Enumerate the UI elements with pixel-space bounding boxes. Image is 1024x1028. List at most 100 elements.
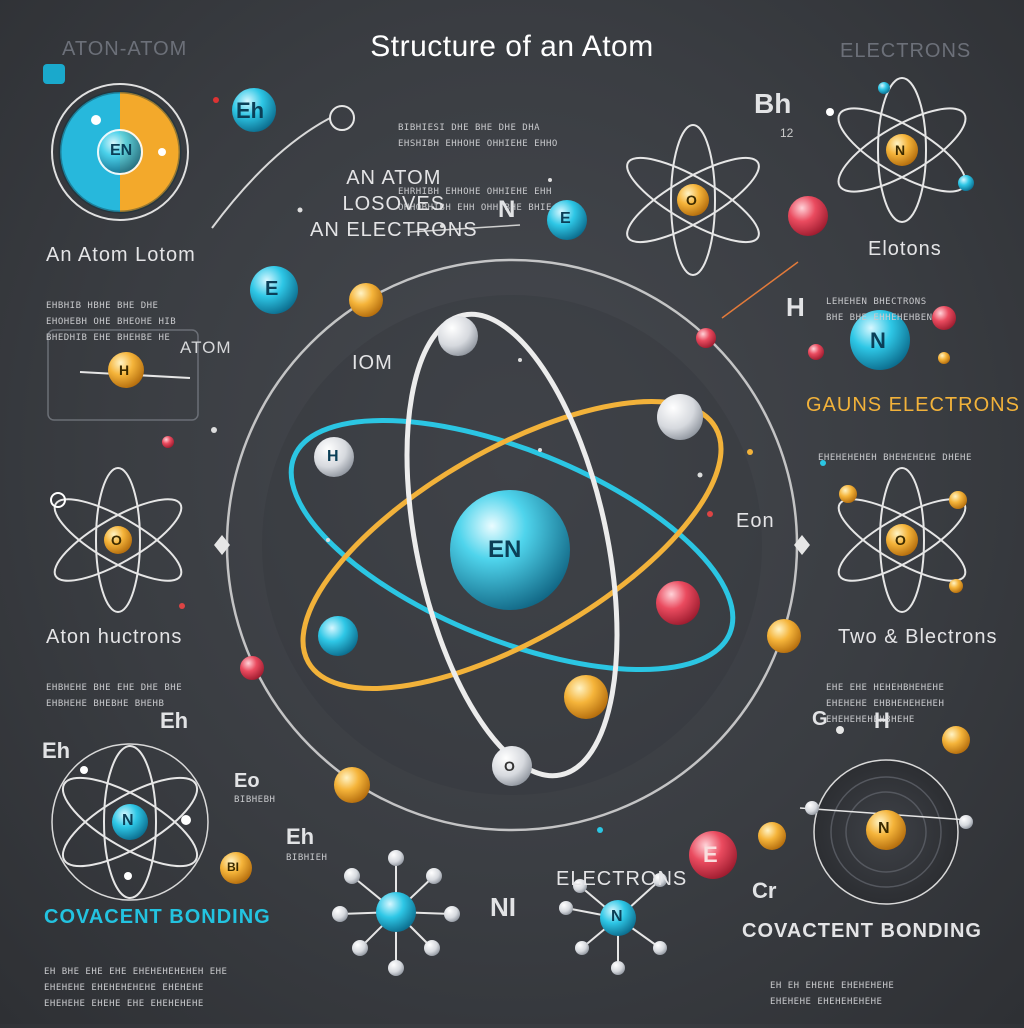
letter-n-right: N: [870, 328, 886, 353]
dot-small-br: [836, 726, 844, 734]
label-an-atom-lotom: An Atom Lotom: [46, 244, 196, 266]
label-covacent-bonding-left: COVACENT BONDING: [44, 906, 271, 928]
atom-mid-left: [50, 467, 183, 613]
label-two-electrons: Two & Blectrons: [838, 626, 998, 648]
label-eh-left: Eh: [42, 738, 71, 763]
letter-o-top: O: [686, 192, 697, 208]
app-badge: [43, 64, 65, 84]
electron-eh-top: [232, 88, 276, 132]
label-aton-atom: ATON-ATOM: [62, 38, 188, 60]
electron-gold-tiny: [938, 352, 950, 364]
label-eon: Eon: [736, 510, 775, 532]
electron-e-bottom: [689, 831, 737, 879]
electron-white-right: [657, 394, 703, 440]
electron-red-ring-right: [696, 328, 716, 348]
electron-red-right: [656, 581, 700, 625]
dot-red-top: [213, 97, 219, 103]
label-h-br: H: [874, 708, 890, 733]
electron-gold-bottom: [564, 675, 608, 719]
orbit-teal: [288, 417, 736, 673]
letter-o-right: O: [895, 532, 906, 548]
label-iom: IOM: [352, 352, 393, 374]
letter-o-left: O: [111, 532, 122, 548]
letter-h-box: H: [119, 362, 130, 378]
electron-white-bottom: [492, 746, 532, 786]
orbit-gold: [300, 399, 724, 691]
electron-gold-ring-bottom: [334, 767, 370, 803]
label-eh-bottom: Eh: [286, 824, 315, 849]
label-elotons: Elotons: [868, 238, 942, 260]
label-atom-small: ATOM: [180, 338, 232, 357]
electron-teal-left: [318, 616, 358, 656]
electron-red-tiny: [808, 344, 824, 360]
label-n-top: N: [498, 196, 516, 223]
connector-node: [329, 105, 355, 131]
electron-white-top: [438, 316, 478, 356]
nucleus: [450, 490, 570, 610]
label-h-right: H: [786, 292, 805, 322]
label-an-atom-losoves: AN ATOM LOSOVES AN ELECTRONS: [310, 167, 478, 241]
letter-e-left: E: [265, 278, 279, 300]
letter-bi: BI: [227, 860, 239, 874]
atom-top-right: [826, 77, 974, 223]
letter-n-bottomleft: N: [122, 812, 134, 829]
molecule-bottom-left: [332, 850, 460, 976]
label-eh-left-2: Eh: [160, 708, 189, 733]
letter-e-top: E: [560, 210, 571, 227]
electron-bi: [220, 852, 252, 884]
orbit-white: [404, 311, 620, 779]
atom-bottom-left: [51, 743, 209, 901]
electron-gold-br: [942, 726, 970, 754]
electron-red-small: [932, 306, 956, 330]
decorative-dots: [179, 178, 826, 833]
electron-e-left: [250, 266, 298, 314]
connector-arc-left: [211, 117, 331, 229]
label-bh: Bh: [754, 88, 792, 119]
atom-mid-right: [837, 467, 967, 613]
label-aton-huctrons: Aton huctrons: [46, 626, 183, 648]
electron-gold-ring-right: [767, 619, 801, 653]
nucleus-label: EN: [488, 536, 522, 563]
page-title: Structure of an Atom: [370, 30, 654, 63]
label-gauns-electrons: GAUNS ELECTRONS: [806, 394, 1020, 416]
electron-red-top: [788, 196, 828, 236]
label-cr: Cr: [752, 878, 777, 903]
atom-box-left: [47, 329, 199, 448]
letter-e-bottom: E: [703, 842, 718, 867]
molecule-bottom-center: [559, 873, 667, 975]
electron-gold-upper: [349, 283, 383, 317]
letter-n-bottomright: N: [878, 820, 890, 837]
label-electrons-bottom: ELECTRONS: [556, 868, 688, 890]
electron-h: [314, 437, 354, 477]
atom-bottom-right: [758, 759, 973, 905]
letter-h-orbit: H: [327, 448, 339, 465]
label-12: 12: [780, 126, 794, 140]
main-atom: [214, 258, 810, 832]
label-eh-top: Eh: [236, 98, 265, 123]
label-eo: Eo: [234, 770, 260, 792]
label-under-eo: BIBHEBH: [234, 795, 276, 805]
electron-e-top: [547, 200, 587, 240]
label-leader-line: [409, 224, 521, 233]
letter-n-topright: N: [895, 142, 906, 158]
leader-orange: [721, 261, 799, 319]
letter-en-sphere: EN: [110, 142, 133, 159]
atom-top-center-right: [626, 124, 760, 276]
label-under-eh: BIBHIEH: [286, 853, 328, 863]
letter-n-molecule: N: [611, 908, 623, 925]
electron-n-right: [850, 310, 910, 370]
electron-red-ring-left: [240, 656, 264, 680]
label-g: G: [812, 708, 828, 730]
half-atom-top-left: [51, 83, 189, 221]
label-electrons-top: ELECTRONS: [840, 40, 972, 62]
label-covacent-bonding-right: COVACTENT BONDING: [742, 920, 982, 942]
ring-marker-right: [794, 535, 810, 555]
